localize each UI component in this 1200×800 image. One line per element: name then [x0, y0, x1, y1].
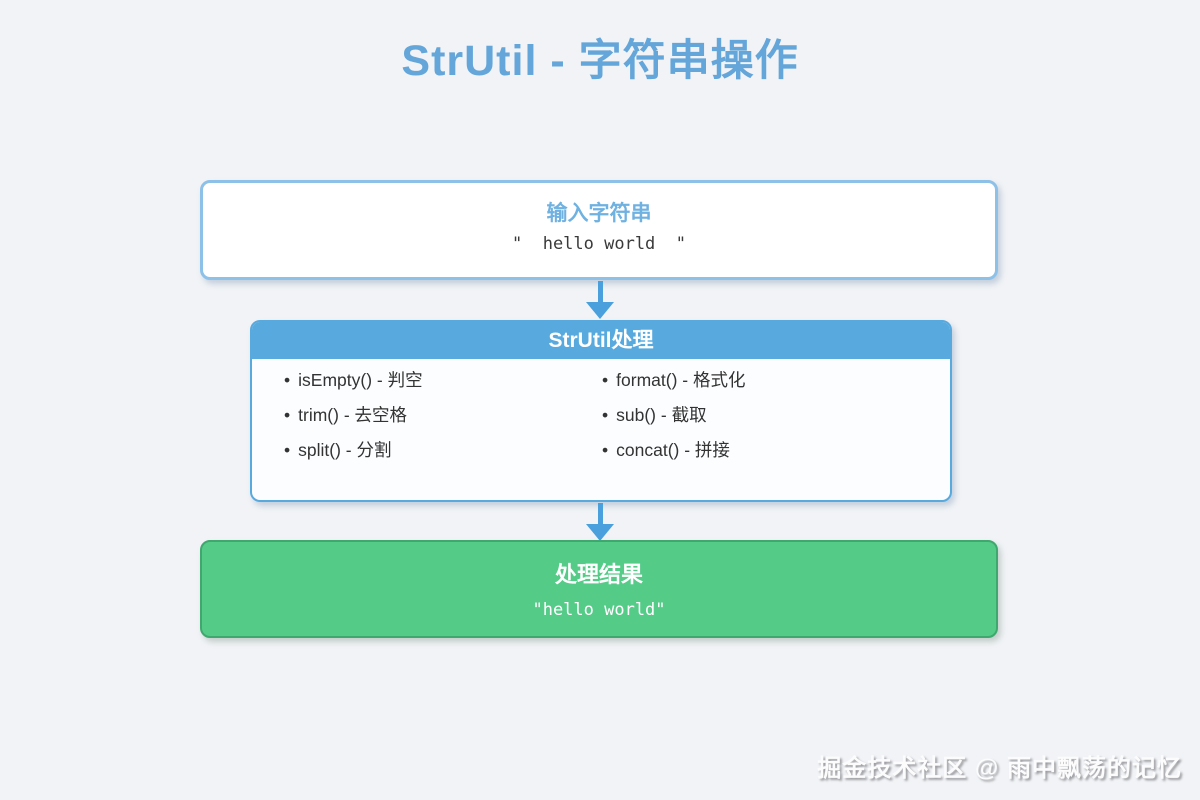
bullet-icon: • [284, 370, 291, 390]
list-item: • trim() - 去空格 [284, 405, 602, 426]
method-label: split() - 分割 [298, 440, 392, 460]
bullet-icon: • [602, 370, 609, 390]
list-item: • sub() - 截取 [602, 405, 920, 426]
arrow-input-to-process [0, 281, 1200, 319]
arrow-head-icon [586, 302, 614, 319]
process-method-list: • isEmpty() - 判空 • trim() - 去空格 • split() -… [252, 359, 950, 461]
list-item: • concat() - 拼接 [602, 440, 920, 461]
result-box: 处理结果 "hello world" [200, 540, 998, 638]
arrow-shaft [597, 503, 603, 524]
arrow-process-to-result [0, 503, 1200, 541]
method-label: isEmpty() - 判空 [298, 370, 423, 390]
arrow-head-icon [586, 524, 614, 541]
list-item: • split() - 分割 [284, 440, 602, 461]
page-title: StrUtil - 字符串操作 [401, 37, 799, 85]
input-string-box: 输入字符串 " hello world " [200, 180, 998, 280]
result-value: "hello world" [532, 600, 666, 620]
method-label: sub() - 截取 [616, 405, 707, 425]
result-box-title: 处理结果 [554, 562, 643, 587]
bullet-icon: • [602, 440, 609, 460]
input-string-value: " hello world " [512, 234, 686, 254]
list-item: • format() - 格式化 [602, 370, 920, 391]
method-label: format() - 格式化 [616, 370, 746, 390]
watermark: 掘金技术社区 @ 雨中飘荡的记忆 [817, 755, 1182, 782]
method-label: concat() - 拼接 [616, 440, 730, 460]
method-label: trim() - 去空格 [298, 405, 408, 425]
arrow-shaft [597, 281, 603, 302]
bullet-icon: • [284, 405, 291, 425]
process-box-header: StrUtil处理 [252, 322, 950, 359]
input-box-title: 输入字符串 [546, 202, 652, 225]
bullet-icon: • [284, 440, 291, 460]
strutil-process-box: StrUtil处理 • isEmpty() - 判空 • trim() - 去空格 … [250, 320, 952, 502]
bullet-icon: • [602, 405, 609, 425]
list-item: • isEmpty() - 判空 [284, 370, 602, 391]
